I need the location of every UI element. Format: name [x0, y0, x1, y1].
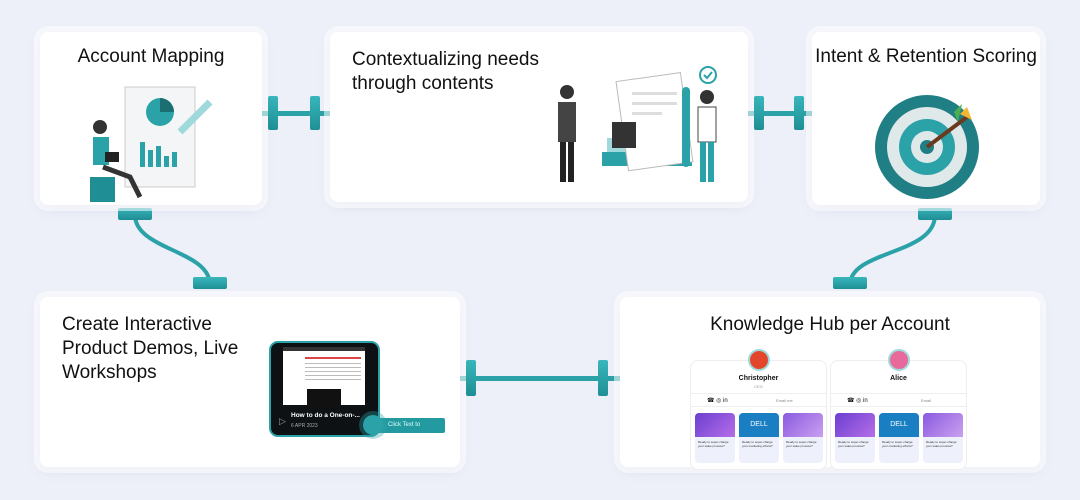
phone-icon[interactable]: ☎ ◎ in — [707, 398, 728, 404]
tile-caption: Ready to super-charge your marketing eff… — [882, 440, 913, 448]
step-demos: Create Interactive Product Demos, Live W… — [40, 297, 460, 467]
tile-caption: Ready to super-charge your sales process… — [698, 440, 729, 448]
connector-plug — [118, 208, 152, 220]
step-title: Contextualizing needs through contents — [352, 49, 539, 94]
cta-label: Click Text to — [388, 422, 421, 428]
profile-name: Alice — [890, 375, 907, 382]
content-tile[interactable]: Ready to super-charge your sales process… — [835, 413, 875, 463]
connector-plug — [754, 96, 764, 130]
step-title: Create Interactive Product Demos, Live W… — [62, 314, 239, 383]
profile-name: Christopher — [738, 375, 779, 382]
connector-plug — [833, 277, 867, 289]
account-mapping-illustration — [90, 86, 213, 202]
connector-4-5 — [460, 376, 622, 381]
video-thumbnail — [283, 347, 365, 407]
connector-plug — [466, 360, 476, 396]
video-date: 6 APR 2023 — [291, 423, 318, 429]
dell-logo: DELL — [879, 413, 919, 437]
avatar — [887, 349, 910, 371]
connector-plug — [794, 96, 804, 130]
dell-logo: DELL — [739, 413, 779, 437]
avatar — [747, 349, 770, 371]
cursor-hotspot — [363, 415, 383, 435]
connector-2-3 — [748, 111, 814, 116]
content-tile[interactable]: Ready to super-charge your sales process… — [783, 413, 823, 463]
content-tile[interactable]: DELL Ready to super-charge your marketing… — [739, 413, 779, 463]
tile-caption: Ready to super-charge your sales process… — [926, 440, 957, 448]
profile-card-christopher[interactable]: Christopher CEO ☎ ◎ in Email me Ready to… — [690, 349, 827, 470]
step-account-mapping: Account Mapping — [40, 32, 262, 205]
content-tile[interactable]: Ready to super-charge your sales process… — [695, 413, 735, 463]
video-title: How to do a One-on-... — [291, 412, 360, 419]
tile-caption: Ready to super-charge your marketing eff… — [742, 440, 773, 448]
email-link[interactable]: Email — [921, 398, 932, 403]
target-icon — [875, 95, 979, 199]
connector-1-2 — [262, 111, 332, 116]
contact-bar: ☎ ◎ in Email me — [691, 393, 826, 407]
connector-plug — [268, 96, 278, 130]
connector-plug — [310, 96, 320, 130]
profile-role: CEO — [754, 384, 763, 389]
cta-button[interactable]: Click Text to — [370, 418, 445, 433]
tile-caption: Ready to super-charge your sales process… — [838, 440, 869, 448]
step-contextualizing: Contextualizing needs through contents — [330, 32, 748, 202]
step-scoring: Intent & Retention Scoring — [812, 32, 1040, 205]
email-link[interactable]: Email me — [776, 398, 793, 403]
play-icon[interactable]: ▷ — [279, 416, 286, 426]
connector-plug — [193, 277, 227, 289]
step-knowledge-hub: Knowledge Hub per Account Christopher CE… — [620, 297, 1040, 470]
tile-caption: Ready to super-charge your sales process… — [786, 440, 817, 448]
step-title: Knowledge Hub per Account — [710, 314, 950, 335]
connector-plug — [598, 360, 608, 396]
content-tile[interactable]: DELL Ready to super-charge your marketing… — [879, 413, 919, 463]
connector-plug — [918, 208, 952, 220]
contact-bar: ☎ ◎ in Email — [831, 393, 966, 407]
step-title: Account Mapping — [77, 46, 225, 67]
video-player[interactable]: ▷ How to do a One-on-... 6 APR 2023 — [269, 341, 380, 437]
profile-card-alice[interactable]: Alice ☎ ◎ in Email Ready to super-charge… — [830, 349, 967, 470]
contextualizing-illustration — [558, 66, 717, 182]
phone-icon[interactable]: ☎ ◎ in — [847, 398, 868, 404]
content-tile[interactable]: Ready to super-charge your sales process… — [923, 413, 963, 463]
step-title: Intent & Retention Scoring — [815, 46, 1037, 67]
